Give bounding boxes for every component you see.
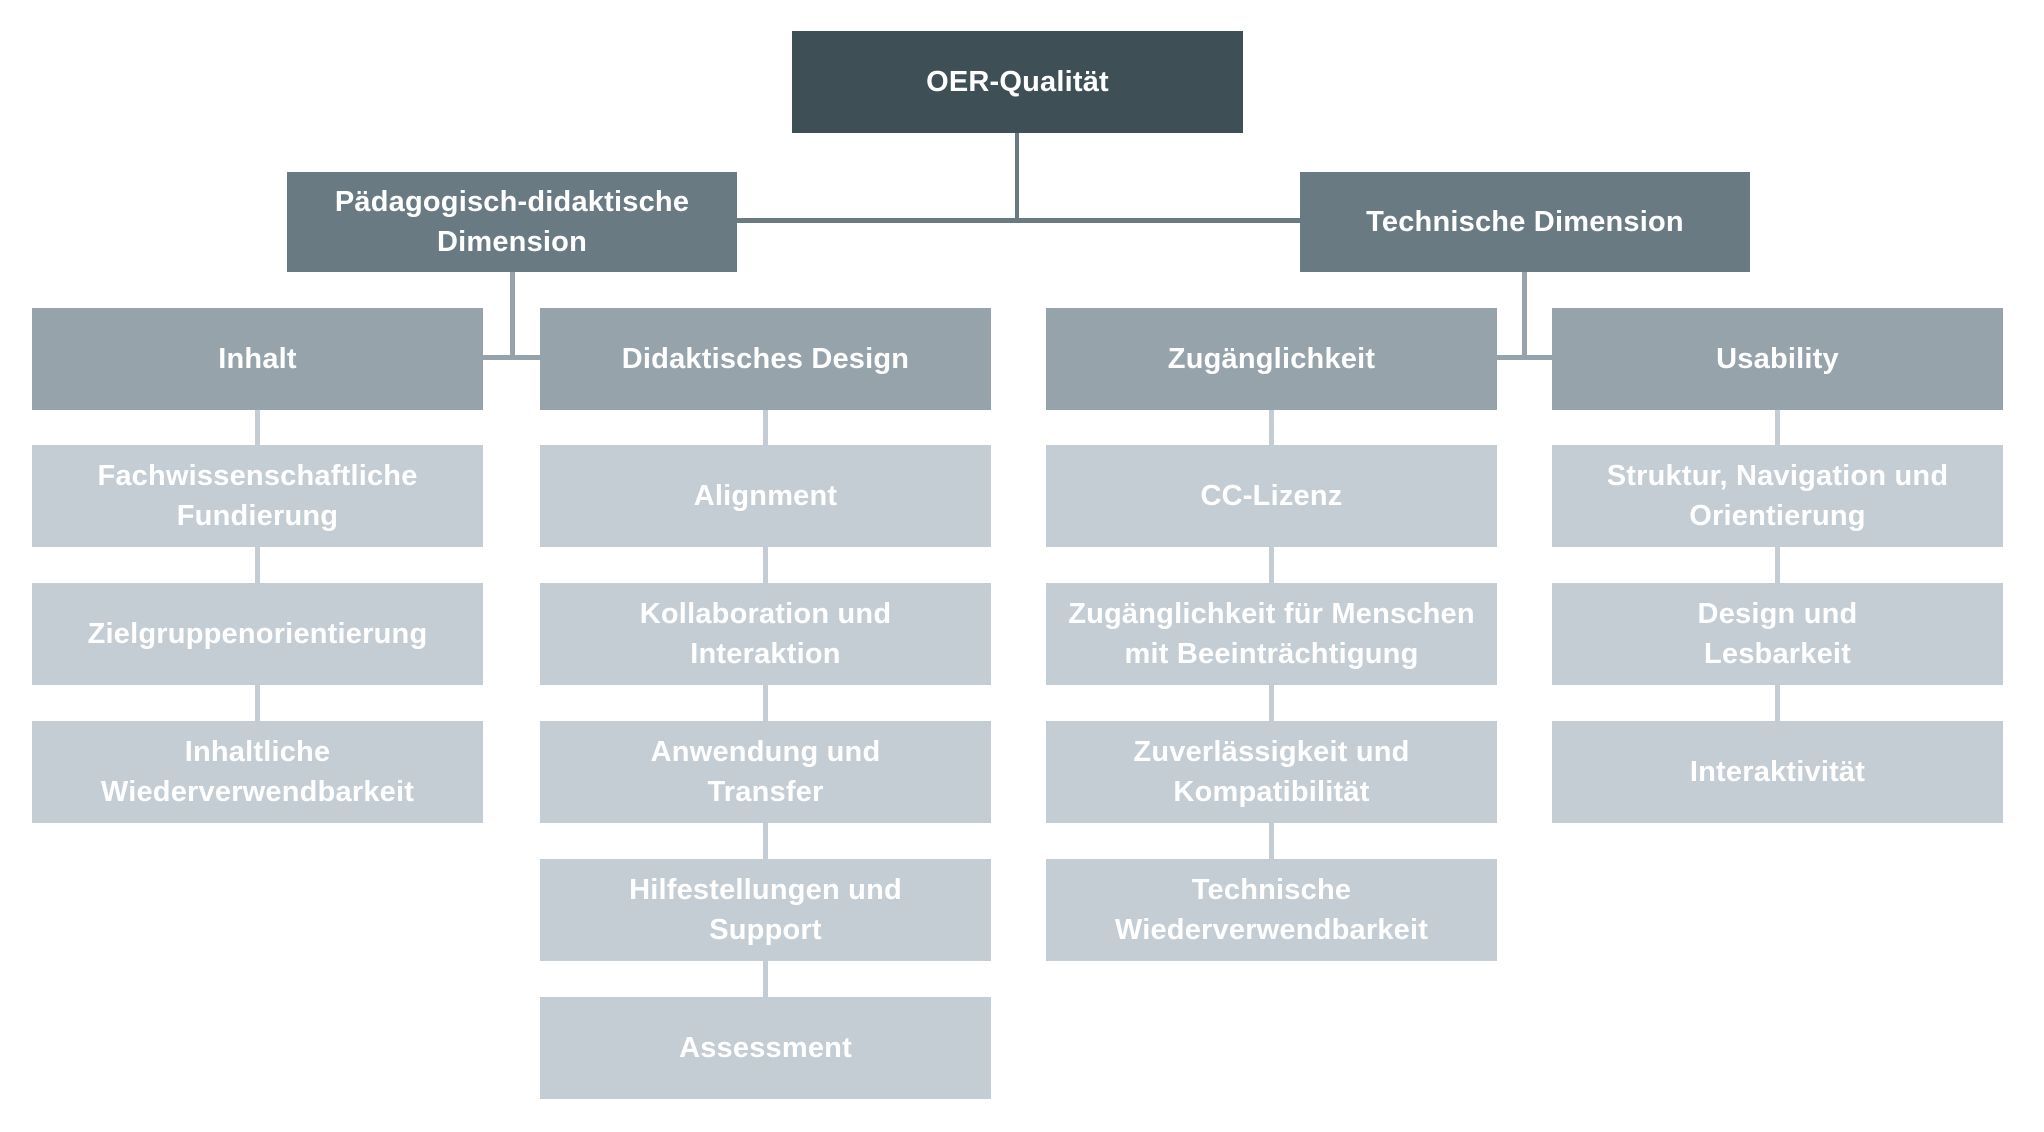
node-zugaenglichkeit: Zugänglichkeit bbox=[1046, 308, 1497, 410]
node-label-line: Support bbox=[709, 914, 822, 946]
node-label-line: Fundierung bbox=[176, 500, 339, 532]
node-label-line: mit Beeinträchtigung bbox=[1124, 638, 1419, 670]
node-usability: Usability bbox=[1552, 308, 2003, 410]
connector-line bbox=[255, 685, 260, 721]
connector-line bbox=[255, 410, 260, 445]
node-label-line: Transfer bbox=[707, 776, 824, 808]
connector-paedagogisch-vertical bbox=[510, 272, 515, 360]
connector-line bbox=[763, 547, 768, 583]
connector-line bbox=[1269, 823, 1274, 859]
node-label-line: Zugänglichkeit für Menschen bbox=[1068, 598, 1475, 630]
node-kollaboration-und-interaktion: Kollaboration und Interaktion bbox=[540, 583, 991, 685]
connector-root-vertical bbox=[1015, 133, 1019, 223]
node-label-line: Fachwissenschaftliche bbox=[97, 460, 418, 492]
node-zugaenglichkeit-fuer-menschen-mit-beeintraechtigung: Zugänglichkeit für Menschen mit Beeinträ… bbox=[1046, 583, 1497, 685]
connector-paedagogisch-horizontal bbox=[483, 355, 540, 360]
node-label-line: Design und bbox=[1697, 598, 1858, 630]
node-zuverlaessigkeit-und-kompatibilitaet: Zuverlässigkeit und Kompatibilität bbox=[1046, 721, 1497, 823]
connector-line bbox=[1269, 685, 1274, 721]
node-label-line: Interaktivität bbox=[1689, 756, 1866, 788]
node-label-line: Technische bbox=[1191, 874, 1352, 906]
node-assessment: Assessment bbox=[540, 997, 991, 1099]
node-fachwissenschaftliche-fundierung: Fachwissenschaftliche Fundierung bbox=[32, 445, 483, 547]
node-label-line: OER-Qualität bbox=[926, 66, 1109, 98]
node-technische-wiederverwendbarkeit: Technische Wiederverwendbarkeit bbox=[1046, 859, 1497, 961]
node-label-line: Inhaltliche bbox=[184, 736, 331, 768]
node-label-line: Hilfestellungen und bbox=[629, 874, 902, 906]
node-label-line: Assessment bbox=[679, 1032, 852, 1064]
node-paedagogisch-didaktische-dimension: Pädagogisch-didaktische Dimension bbox=[287, 172, 737, 272]
connector-line bbox=[1775, 410, 1780, 445]
connector-root-horizontal bbox=[737, 218, 1300, 223]
node-design-und-lesbarkeit: Design und Lesbarkeit bbox=[1552, 583, 2003, 685]
node-label-line: CC-Lizenz bbox=[1200, 480, 1343, 512]
connector-line bbox=[763, 961, 768, 997]
connector-line bbox=[1775, 685, 1780, 721]
connector-line bbox=[255, 547, 260, 583]
connector-line bbox=[1775, 547, 1780, 583]
node-label-line: Zugänglichkeit bbox=[1167, 343, 1376, 375]
node-oer-qualitaet: OER-Qualität bbox=[792, 31, 1243, 133]
node-label-line: Alignment bbox=[693, 480, 838, 512]
connector-line bbox=[763, 685, 768, 721]
node-label-line: Technische Dimension bbox=[1366, 206, 1684, 238]
node-label-line: Pädagogisch-didaktische bbox=[334, 186, 690, 218]
node-label-line: Inhalt bbox=[218, 343, 297, 375]
node-interaktivitaet: Interaktivität bbox=[1552, 721, 2003, 823]
node-technische-dimension: Technische Dimension bbox=[1300, 172, 1750, 272]
node-hilfestellungen-und-support: Hilfestellungen und Support bbox=[540, 859, 991, 961]
node-label-line: Usability bbox=[1716, 343, 1839, 375]
node-label-line: Zuverlässigkeit und bbox=[1133, 736, 1410, 768]
node-inhaltliche-wiederverwendbarkeit: Inhaltliche Wiederverwendbarkeit bbox=[32, 721, 483, 823]
connector-technisch-horizontal bbox=[1497, 355, 1552, 360]
node-label-line: Interaktion bbox=[690, 638, 841, 670]
connector-line bbox=[763, 823, 768, 859]
node-label-line: Wiederverwendbarkeit bbox=[1114, 914, 1429, 946]
node-label-line: Anwendung und bbox=[650, 736, 881, 768]
node-label-line: Wiederverwendbarkeit bbox=[100, 776, 415, 808]
node-anwendung-und-transfer: Anwendung und Transfer bbox=[540, 721, 991, 823]
node-label-line: Orientierung bbox=[1689, 500, 1866, 532]
node-label-line: Lesbarkeit bbox=[1703, 638, 1852, 670]
node-zielgruppenorientierung: Zielgruppenorientierung bbox=[32, 583, 483, 685]
node-label-line: Dimension bbox=[436, 226, 588, 258]
node-cc-lizenz: CC-Lizenz bbox=[1046, 445, 1497, 547]
node-label-line: Kompatibilität bbox=[1173, 776, 1370, 808]
node-label-line: Zielgruppenorientierung bbox=[87, 618, 428, 650]
connector-technisch-vertical bbox=[1522, 272, 1527, 360]
connector-line bbox=[1269, 547, 1274, 583]
connector-line bbox=[1269, 410, 1274, 445]
node-struktur-navigation-und-orientierung: Struktur, Navigation und Orientierung bbox=[1552, 445, 2003, 547]
connector-line bbox=[763, 410, 768, 445]
node-alignment: Alignment bbox=[540, 445, 991, 547]
node-label-line: Struktur, Navigation und bbox=[1606, 460, 1949, 492]
node-didaktisches-design: Didaktisches Design bbox=[540, 308, 991, 410]
node-label-line: Didaktisches Design bbox=[621, 343, 910, 375]
node-label-line: Kollaboration und bbox=[639, 598, 892, 630]
node-inhalt: Inhalt bbox=[32, 308, 483, 410]
